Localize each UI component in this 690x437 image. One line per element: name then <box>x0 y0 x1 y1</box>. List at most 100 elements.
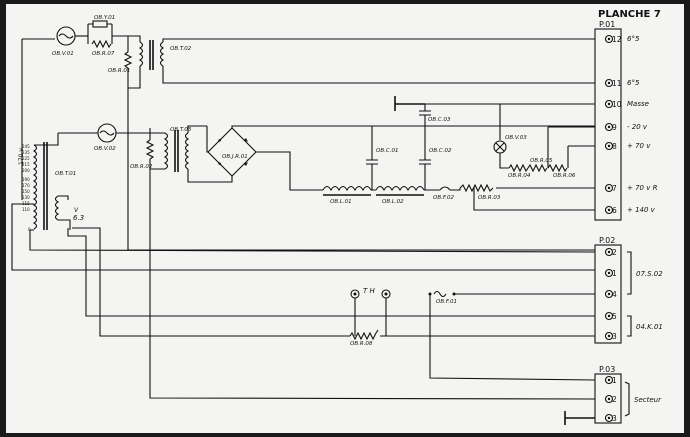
svg-text:110: 110 <box>22 207 30 212</box>
bracket-07s02 <box>627 251 632 295</box>
transformer-ot03 <box>163 130 190 172</box>
p01-pin-10-label: Masse <box>627 100 649 108</box>
svg-text:7: 7 <box>612 184 617 193</box>
ground-symbol-bottom <box>564 411 595 425</box>
label-or02: OB.R.02 <box>130 164 153 170</box>
capacitor-oc02 <box>419 126 431 190</box>
label-transformer-side: 170 v <box>18 148 25 165</box>
svg-text:4: 4 <box>612 290 617 299</box>
svg-text:200: 200 <box>22 168 30 173</box>
p01-pin-6-label: + 140 v <box>627 206 656 214</box>
connector-p03-label: P.03 <box>599 365 615 374</box>
svg-text:3: 3 <box>612 332 617 341</box>
resistor-or06 <box>547 163 568 173</box>
svg-text:9: 9 <box>612 123 617 132</box>
svg-text:5: 5 <box>612 312 617 321</box>
p01-pin-6: 6 + 140 v <box>604 205 656 215</box>
svg-text:190: 190 <box>22 177 30 182</box>
label-secondary: 6.3 <box>73 214 84 222</box>
p02-pin-1: 1 <box>604 268 617 278</box>
svg-text:3: 3 <box>612 414 617 423</box>
svg-text:11: 11 <box>612 79 622 88</box>
label-or06: OB.R.06 <box>553 173 576 179</box>
bridge-rectifier-oj01 <box>207 127 257 177</box>
label-or07: OB.R.07 <box>92 51 115 57</box>
svg-text:10: 10 <box>612 100 622 109</box>
connector-p01-label: P.01 <box>599 20 615 29</box>
ground-symbol-top <box>394 96 425 111</box>
label-04k01: 04.K.01 <box>636 323 663 331</box>
label-th: T H <box>363 287 376 295</box>
label-oc01: OB.C.01 <box>376 148 398 154</box>
label-secondary-tap: V <box>74 207 79 214</box>
p01-pin-11-label: 6°5 <box>627 79 640 87</box>
p02-pin-3: 3 <box>604 331 617 341</box>
svg-text:235: 235 <box>22 150 30 155</box>
resistor-or05 <box>527 163 548 173</box>
svg-text:170: 170 <box>22 183 30 188</box>
svg-text:12: 12 <box>612 35 622 44</box>
label-ot01: OB.T.01 <box>55 171 76 177</box>
bracket-secteur <box>624 381 630 417</box>
capacitor-oc01 <box>366 126 378 190</box>
svg-text:2: 2 <box>612 395 617 404</box>
label-secteur: Secteur <box>634 396 662 404</box>
label-or05: OB.R.05 <box>530 158 553 164</box>
p02-pin-2: 2 <box>604 247 617 257</box>
resistor-or04 <box>508 163 529 173</box>
p01-pin-7: 7 + 70 v R <box>604 183 658 193</box>
label-or04: OB.R.04 <box>508 173 531 179</box>
label-ol02: OB.L.02 <box>382 199 404 205</box>
svg-text:245: 245 <box>22 144 30 149</box>
p01-pin-12-label: 6°5 <box>627 35 640 43</box>
fuse-of02 <box>439 186 451 191</box>
p01-pin-9-label: - 20 v <box>627 123 648 131</box>
p01-pin-8-label: + 70 v <box>627 142 651 150</box>
connector-p01 <box>594 28 622 221</box>
label-07s02: 07.S.02 <box>636 270 663 278</box>
label-or08: OB.R.08 <box>350 341 373 347</box>
paper <box>6 4 684 433</box>
label-oj01: OB.J.R.01 <box>222 154 248 160</box>
svg-text:225: 225 <box>22 156 30 161</box>
resistor-or08 <box>349 329 379 341</box>
connector-p02-label: P.02 <box>599 236 615 245</box>
label-ot02: OB.T.02 <box>170 46 192 52</box>
resistor-or03 <box>459 183 494 193</box>
svg-text:1: 1 <box>612 376 617 385</box>
p01-pin-8: 8 + 70 v <box>604 141 651 151</box>
p03-pin-1: 1 <box>604 375 617 385</box>
svg-text:215: 215 <box>22 162 30 167</box>
svg-text:130: 130 <box>22 195 30 200</box>
transformer-ot01 <box>32 142 60 230</box>
p01-pin-9: 9 - 20 v <box>604 122 648 132</box>
p01-pin-11: 11 6°5 <box>604 78 640 88</box>
svg-text:1: 1 <box>612 269 617 278</box>
p01-pin-12: 12 6°5 <box>604 34 640 44</box>
p02-pin-4: 4 <box>604 289 617 299</box>
label-oc02: OB.C.02 <box>429 148 452 154</box>
label-ol01: OB.L.01 <box>330 199 352 205</box>
p03-pin-2: 2 <box>604 394 617 404</box>
svg-text:6: 6 <box>612 206 617 215</box>
bracket-04k01 <box>627 315 632 337</box>
transformer-ot02 <box>128 35 165 70</box>
sheet-title: PLANCHE 7 <box>598 9 661 20</box>
svg-text:150: 150 <box>22 189 30 194</box>
label-of01: OB.F.01 <box>436 299 457 305</box>
svg-text:2: 2 <box>612 248 617 257</box>
label-ov03: OB.V.03 <box>505 135 527 141</box>
label-ov01: OB.V.01 <box>52 51 74 57</box>
label-ov02: OB.V.02 <box>94 146 116 152</box>
label-oy01: OB.Y.01 <box>94 15 115 21</box>
label-or01: OB.R.01 <box>108 68 130 74</box>
p01-pin-7-label: + 70 v R <box>627 184 658 192</box>
label-or03: OB.R.03 <box>478 195 501 201</box>
resistor-or07 <box>91 39 112 49</box>
p03-pin-3: 3 <box>604 413 617 423</box>
svg-text:8: 8 <box>612 142 617 151</box>
p02-pin-5: 5 <box>604 311 617 321</box>
p01-pin-10: 10 Masse <box>604 99 649 109</box>
resistor-or01 <box>123 51 133 69</box>
